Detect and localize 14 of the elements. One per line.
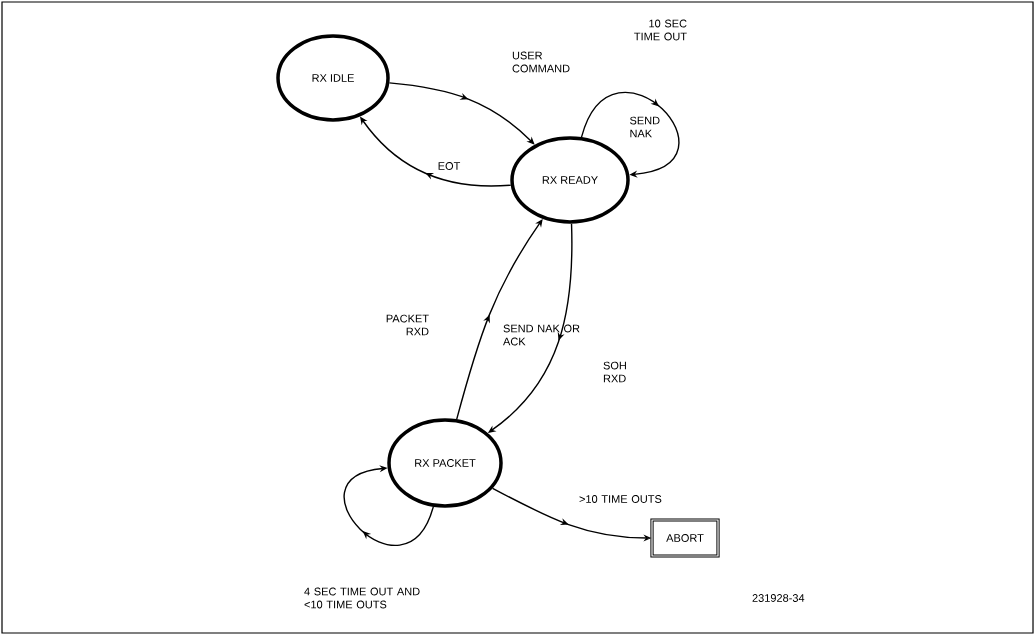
state-box: ABORT xyxy=(650,518,720,558)
edge-label: USER COMMAND xyxy=(512,51,570,73)
edge-label: 4 SEC TIME OUT AND <10 TIME OUTS xyxy=(304,587,420,609)
edge-label: SOH RXD xyxy=(603,361,626,383)
arrow xyxy=(580,92,680,178)
edge-label: PACKET RXD xyxy=(386,314,429,336)
edge-label: 10 SEC TIME OUT xyxy=(634,19,687,41)
arrow xyxy=(388,82,535,145)
figure-number: 231928-34 xyxy=(752,594,805,602)
edge-label: EOT xyxy=(438,162,461,170)
action-label: SEND NAK xyxy=(630,116,660,138)
edge-label: >10 TIME OUTS xyxy=(579,495,662,503)
arrow xyxy=(343,465,434,546)
action-label: SEND NAK OR ACK xyxy=(503,324,580,346)
